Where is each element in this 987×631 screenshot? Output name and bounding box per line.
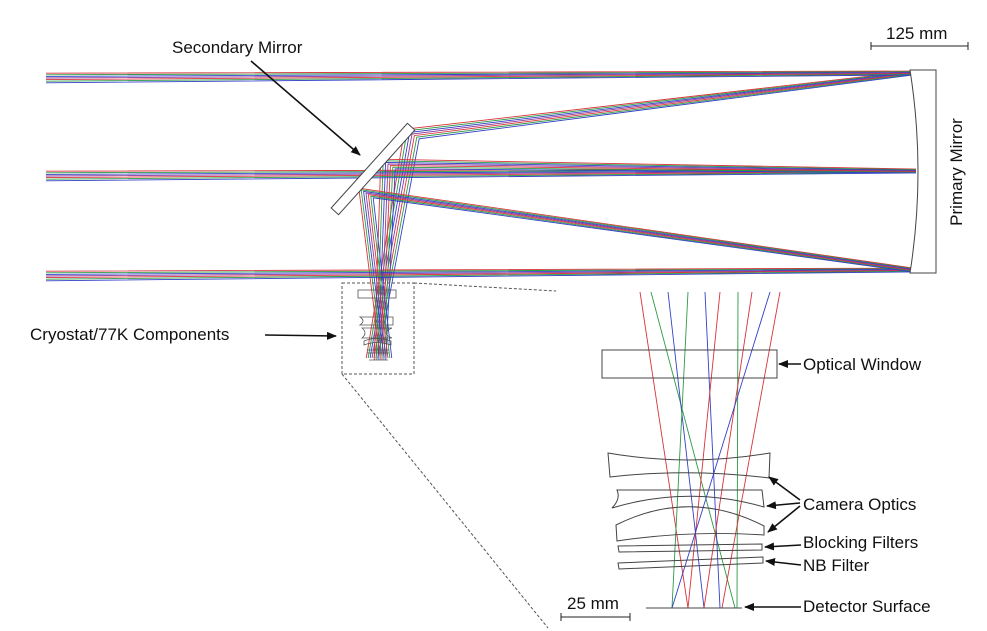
camera-optics-lenses	[607, 452, 771, 542]
scale-bar-main	[870, 42, 969, 50]
main-ray-0-5	[45, 73, 914, 359]
inset-ray-7	[703, 291, 753, 609]
inset-ray-2	[667, 291, 705, 609]
main-ray-2-6	[45, 197, 914, 359]
inset-ray-5	[687, 291, 721, 609]
inset-ray-6	[736, 291, 739, 609]
scale-bar-inset-label: 25 mm	[567, 594, 619, 613]
main-ray-1-4	[45, 165, 917, 361]
camera-optics-arrows	[766, 476, 801, 533]
main-ray-0-1	[45, 71, 914, 359]
main-ray-0-3	[45, 72, 914, 359]
optical-window	[601, 349, 778, 379]
cryostat-label: Cryostat/77K Components	[30, 325, 229, 344]
cryostat-arrow	[264, 331, 337, 340]
main-ray-2-0	[45, 187, 914, 359]
filters	[617, 543, 764, 570]
main-ray-1-3	[45, 163, 917, 361]
main-ray-bundles	[45, 70, 917, 361]
inset-ray-4	[704, 291, 721, 609]
inset-ray-3	[671, 291, 689, 609]
inset-ray-1	[650, 291, 736, 609]
main-ray-1-5	[45, 166, 917, 361]
secondary-mirror-arrow	[250, 60, 361, 156]
scale-bar-main-label: 125 mm	[886, 24, 947, 43]
main-ray-1-6	[45, 168, 917, 361]
inset-ray-0	[639, 291, 689, 609]
main-ray-0-2	[45, 71, 914, 359]
detector-surface-label: Detector Surface	[803, 597, 931, 616]
primary-mirror-label: Primary Mirror	[947, 118, 966, 226]
optical-window-label: Optical Window	[803, 355, 922, 374]
inset-ray-9	[721, 291, 781, 609]
main-ray-0-4	[45, 73, 914, 359]
secondary-mirror-label: Secondary Mirror	[172, 38, 303, 57]
blocking-filters-arrow	[764, 542, 802, 551]
main-ray-0-0	[45, 70, 914, 359]
main-ray-1-1	[45, 160, 917, 361]
scale-bar-inset	[560, 613, 631, 621]
secondary-mirror	[330, 122, 416, 216]
primary-mirror	[909, 69, 937, 274]
nb-filter-arrow	[765, 558, 802, 566]
main-ray-1-0	[45, 158, 917, 361]
zoom-box	[341, 282, 557, 629]
cryostat-components	[357, 289, 397, 361]
main-ray-2-3	[45, 192, 914, 359]
blocking-filters-label: Blocking Filters	[803, 533, 918, 552]
inset-ray-8	[671, 291, 771, 609]
nb-filter-label: NB Filter	[803, 556, 869, 575]
camera-optics-label: Camera Optics	[803, 495, 916, 514]
main-ray-1-2	[45, 161, 917, 361]
main-ray-0-6	[45, 74, 914, 359]
inset-ray-bundles	[639, 291, 781, 609]
